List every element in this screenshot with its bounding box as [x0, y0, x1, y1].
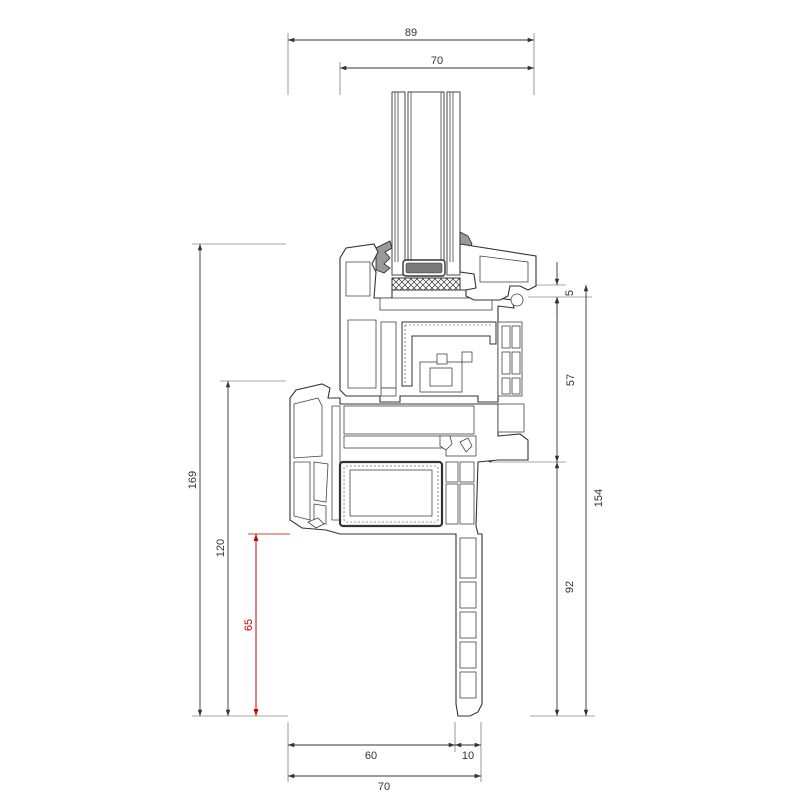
frame-seal-details: [307, 435, 473, 529]
dimension-label-10: 10: [462, 750, 474, 762]
dimension-10: 10: [455, 742, 481, 762]
dimension-label-57: 57: [565, 374, 577, 386]
frame-chamber: [349, 469, 433, 517]
glazing-block: [391, 277, 461, 291]
desiccant: [405, 262, 443, 274]
sash-chamber: [347, 319, 377, 389]
dimension-label-169: 169: [187, 471, 199, 489]
frame-chamber: [497, 403, 525, 433]
dimension-92: 92: [490, 461, 576, 716]
glazing-bead-chamber: [479, 255, 529, 283]
dimension-label-60: 60: [365, 750, 377, 762]
glazing-bead: [459, 243, 537, 307]
frame-chamber: [459, 483, 475, 525]
sash-chamber: [501, 351, 511, 375]
sash-chamber: [511, 325, 521, 349]
dimension-120: 120: [215, 380, 286, 716]
frame-chamber: [343, 405, 475, 435]
dimension-label-5: 5: [564, 290, 576, 296]
frame-chamber: [459, 611, 477, 639]
sash-chamber: [436, 353, 448, 365]
dimension-5: 5: [528, 262, 592, 318]
inner-glass-pane: [446, 91, 461, 276]
dimension-70-top: 70: [339, 55, 534, 95]
outer-glass-pane: [391, 91, 406, 276]
frame-chamber: [459, 461, 475, 483]
dimension-label-120: 120: [215, 539, 227, 557]
sash-chamber: [429, 367, 453, 387]
dimension-154: 154: [583, 285, 605, 716]
sash-chamber: [511, 351, 521, 375]
dimension-65-highlight: 65: [243, 533, 290, 716]
frame-chamber: [459, 671, 477, 699]
frame-seal: [439, 435, 453, 451]
dimension-label-70-top: 70: [431, 55, 443, 67]
frame-chamber: [459, 581, 477, 609]
dimension-label-89: 89: [405, 27, 417, 39]
frame-chamber: [343, 435, 445, 449]
sash-steel-reinforcement: [401, 321, 497, 387]
sash-chamber: [380, 387, 397, 397]
dimension-label-65: 65: [243, 619, 255, 631]
dimension-70-bottom: 70: [288, 773, 481, 793]
dimension-89: 89: [287, 27, 535, 95]
dimension-label-70-bottom: 70: [378, 781, 390, 793]
sash-chamber: [511, 377, 521, 395]
dimension-169: 169: [187, 243, 286, 716]
glazing-unit: [391, 91, 461, 291]
frame-chamber: [445, 483, 459, 525]
frame-chamber: [331, 405, 341, 521]
frame-profile: [289, 383, 529, 717]
sash-chamber: [501, 325, 511, 349]
middle-cavity: [407, 91, 445, 276]
sash-chamber: [461, 351, 473, 363]
outer-glazing-gasket: [375, 240, 393, 274]
frame-seal: [307, 517, 325, 529]
frame-chamber: [459, 537, 477, 579]
sash-chamber: [380, 321, 397, 389]
frame-chamber: [445, 461, 459, 483]
dimension-60: 60: [287, 722, 482, 782]
sash-chamber: [379, 297, 493, 311]
frame-chamber: [459, 641, 477, 669]
sash-chamber: [501, 377, 511, 395]
dimension-57: 57: [554, 297, 577, 462]
frame-chamber: [293, 461, 311, 521]
frame-chamber: [313, 461, 329, 503]
glazing-bead-clip: [510, 293, 524, 307]
sash-chamber: [345, 261, 371, 297]
dimension-label-154: 154: [593, 489, 605, 507]
frame-seal: [459, 437, 473, 453]
dimension-label-92: 92: [564, 581, 576, 593]
frame-chamber: [293, 397, 323, 459]
sash-profile: [339, 243, 523, 403]
